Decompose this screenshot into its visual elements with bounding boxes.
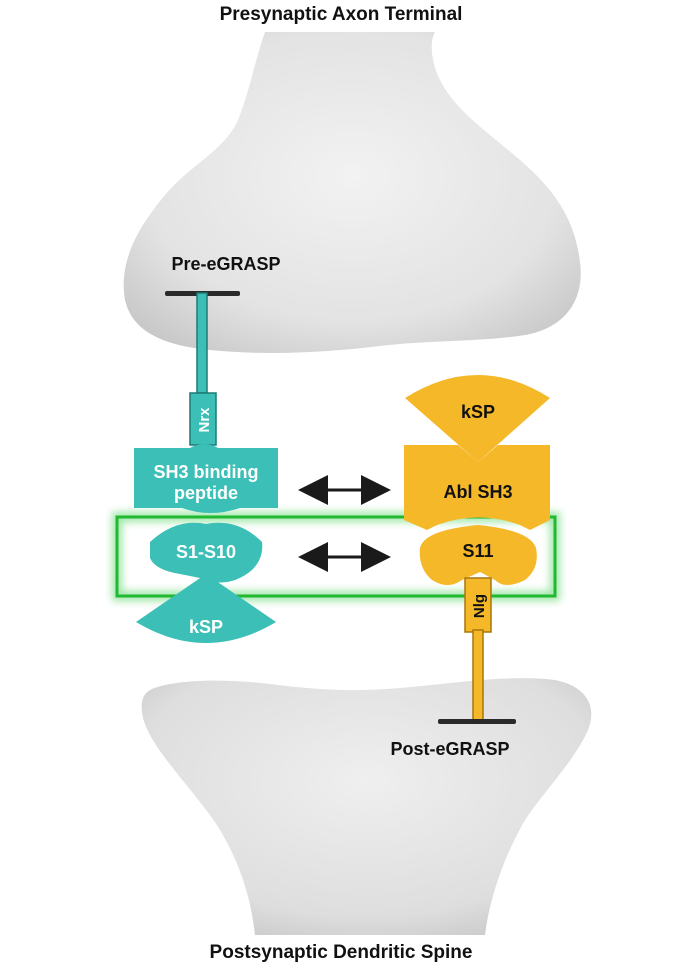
- reconstitution-box: [112, 512, 560, 601]
- nrx-label: Nrx: [196, 407, 213, 433]
- abl-sh3-domain: [404, 445, 550, 530]
- postsynaptic-spine: [141, 678, 592, 935]
- sh3-binding-label-line2: peptide: [174, 483, 238, 503]
- top-title: Presynaptic Axon Terminal: [220, 4, 463, 25]
- nlg-label: Nlg: [471, 594, 488, 618]
- post-egrasp-construct: [404, 375, 550, 724]
- abl-sh3-label: Abl SH3: [443, 482, 512, 502]
- bottom-title: Postsynaptic Dendritic Spine: [210, 942, 473, 963]
- pre-ksp-label: kSP: [189, 617, 223, 637]
- post-membrane-anchor: [438, 719, 516, 724]
- s1-s10-domain: [150, 522, 263, 583]
- post-ksp-label: kSP: [461, 402, 495, 422]
- presynaptic-terminal: [123, 32, 581, 353]
- pre-egrasp-construct: [134, 291, 278, 643]
- pre-egrasp-label: Pre-eGRASP: [171, 254, 280, 274]
- s11-domain: [419, 525, 537, 585]
- post-stalk: [472, 629, 484, 723]
- s11-label: S11: [462, 541, 493, 561]
- post-ksp-domain: [405, 375, 550, 462]
- sh3-binding-peptide-domain: [134, 444, 278, 513]
- post-egrasp-label: Post-eGRASP: [390, 739, 509, 759]
- sh3-binding-label-line1: SH3 binding: [154, 462, 259, 482]
- pre-stalk: [196, 292, 208, 394]
- s1-s10-label: S1-S10: [176, 542, 236, 562]
- pre-ksp-domain: [136, 574, 276, 643]
